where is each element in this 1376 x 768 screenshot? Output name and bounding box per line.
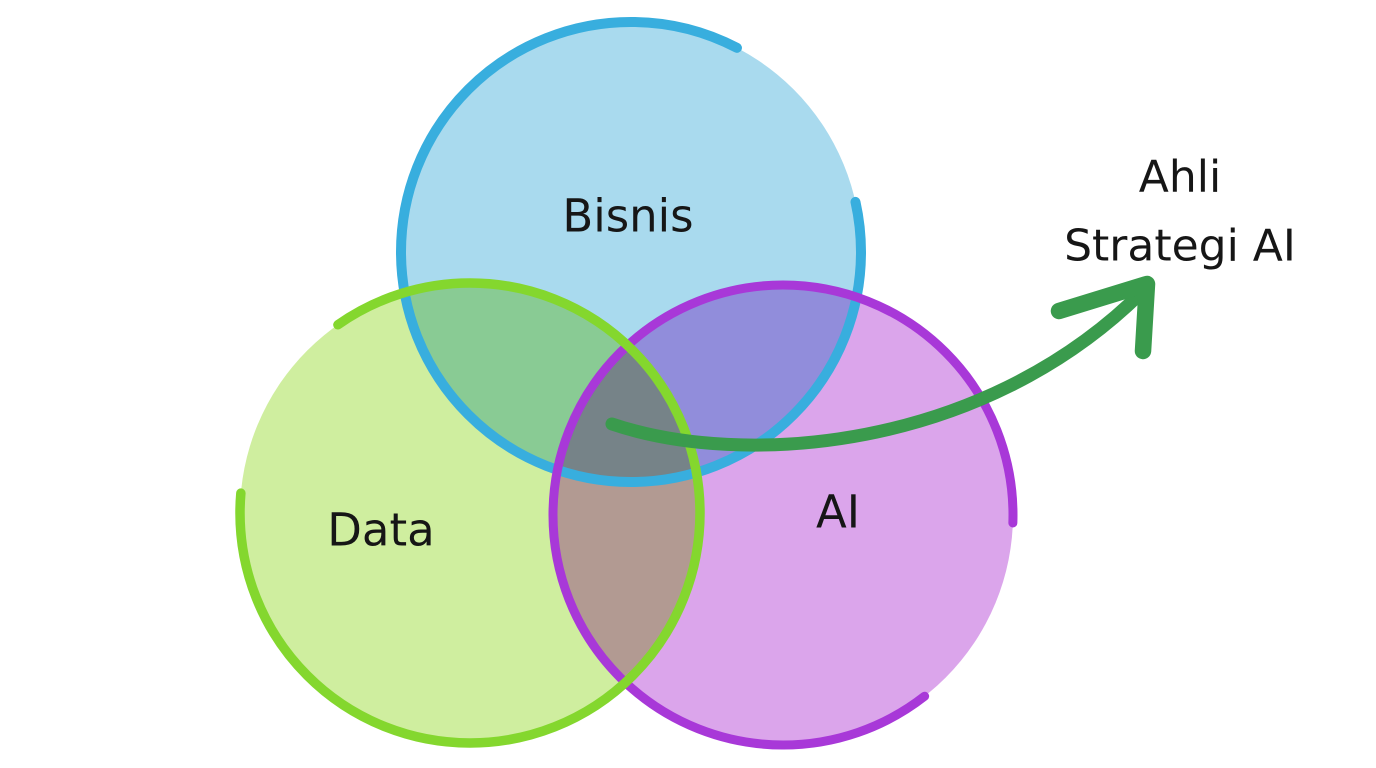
annotation-line-1: Ahli — [1139, 152, 1221, 203]
data-label: Data — [327, 504, 434, 557]
ai-label: AI — [816, 486, 860, 539]
diagram-labels: Bisnis Data AI Ahli Strategi AI — [327, 152, 1296, 557]
curved-arrow-icon — [605, 275, 1156, 452]
arrow-shaft — [605, 283, 1151, 452]
bisnis-label: Bisnis — [562, 190, 693, 243]
bisnis-circle-outline — [396, 17, 866, 487]
arrow-head — [1050, 275, 1156, 360]
annotation-line-2: Strategi AI — [1064, 221, 1296, 272]
ai-circle-outline — [548, 280, 1018, 750]
data-circle-outline — [235, 278, 705, 748]
